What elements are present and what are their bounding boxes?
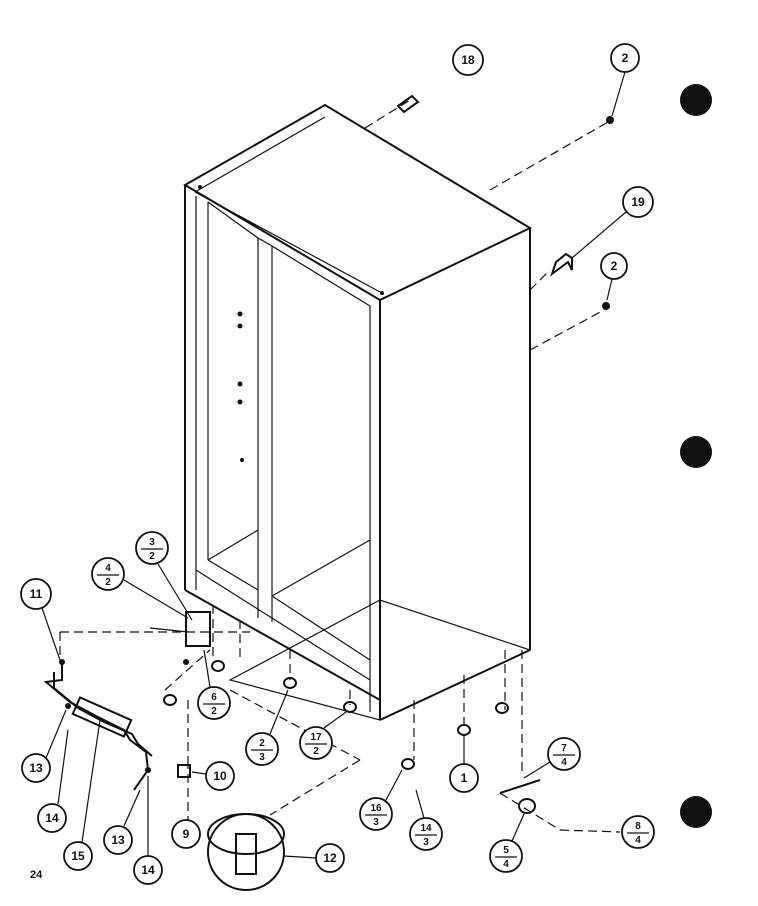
svg-text:13: 13	[29, 761, 43, 775]
svg-text:17: 17	[310, 732, 322, 743]
svg-text:16: 16	[370, 803, 382, 814]
callout-17-over-2: 17 2	[299, 711, 347, 760]
svg-text:14: 14	[141, 863, 155, 877]
svg-text:4: 4	[503, 859, 509, 870]
page-number: 24	[30, 869, 43, 881]
binder-hole-middle	[680, 436, 712, 468]
callout-6-over-2: 6 2	[197, 649, 231, 720]
callout-5-over-4: 5 4	[489, 813, 525, 873]
svg-text:9: 9	[183, 827, 190, 841]
svg-text:15: 15	[71, 849, 85, 863]
callout-14-left: 14	[37, 729, 69, 833]
callout-12: 12	[283, 843, 345, 873]
svg-text:3: 3	[423, 837, 429, 848]
leader-lines	[59, 99, 621, 833]
svg-text:2: 2	[149, 551, 155, 562]
svg-text:11: 11	[30, 587, 43, 601]
callout-18: 18	[452, 44, 484, 76]
callout-3-over-2: 3 2	[135, 531, 193, 621]
svg-text:14: 14	[420, 823, 432, 834]
svg-text:4: 4	[105, 563, 111, 574]
svg-text:8: 8	[635, 821, 641, 832]
cabinet	[183, 103, 533, 721]
svg-text:2: 2	[611, 259, 618, 273]
callout-13-right: 13	[103, 789, 141, 855]
callout-2-over-3: 2 3	[245, 689, 289, 766]
callout-14-right: 14	[133, 776, 163, 885]
svg-text:18: 18	[461, 53, 475, 67]
callout-1: 1	[449, 736, 479, 793]
svg-text:10: 10	[213, 769, 227, 783]
callout-4-over-2: 4 2	[91, 557, 189, 619]
binder-hole-bottom	[680, 796, 712, 828]
callout-2-top: 2	[610, 43, 640, 117]
svg-text:2: 2	[313, 746, 319, 757]
callout-14-over-3: 14 3	[409, 789, 443, 851]
callout-16-over-3: 16 3	[359, 769, 403, 831]
svg-text:19: 19	[631, 195, 645, 209]
svg-text:4: 4	[561, 757, 567, 768]
callout-15: 15	[63, 719, 101, 871]
svg-text:4: 4	[635, 835, 641, 846]
svg-text:2: 2	[259, 738, 265, 749]
callout-2-mid: 2	[600, 252, 628, 301]
svg-text:14: 14	[45, 811, 59, 825]
callout-11: 11	[20, 578, 61, 661]
svg-text:2: 2	[622, 51, 629, 65]
binder-hole-top	[680, 84, 712, 116]
svg-text:2: 2	[211, 706, 217, 717]
callout-9: 9	[171, 819, 201, 849]
small-parts	[43, 94, 614, 891]
svg-text:6: 6	[211, 692, 217, 703]
svg-text:3: 3	[259, 752, 265, 763]
svg-text:12: 12	[323, 851, 337, 865]
callout-19: 19	[571, 186, 654, 259]
svg-text:3: 3	[373, 817, 379, 828]
callout-8-over-4: 8 4	[621, 815, 655, 849]
callout-10: 10	[191, 761, 235, 791]
svg-text:1: 1	[461, 771, 468, 785]
callout-7-over-4: 7 4	[523, 737, 581, 779]
callout-13-left: 13	[21, 709, 67, 783]
svg-text:7: 7	[561, 743, 567, 754]
svg-text:3: 3	[149, 537, 155, 548]
svg-text:5: 5	[503, 845, 509, 856]
svg-text:2: 2	[105, 577, 111, 588]
svg-text:13: 13	[111, 833, 125, 847]
